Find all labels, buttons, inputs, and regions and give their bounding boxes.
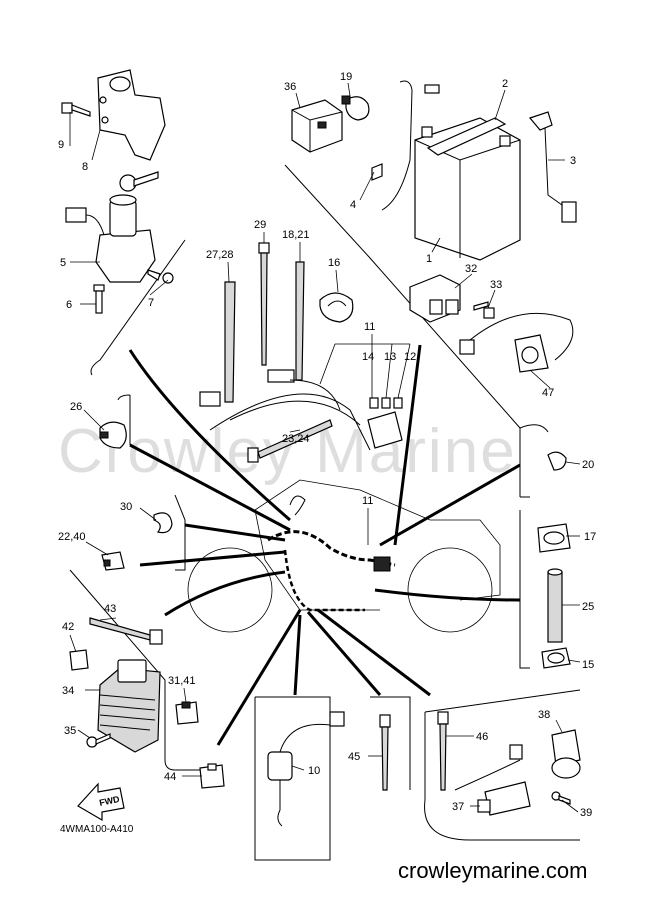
callout-34: 34 bbox=[62, 685, 74, 697]
cable-tie-part-29 bbox=[258, 242, 270, 366]
callout-6: 6 bbox=[66, 299, 72, 311]
callout-numbers: 9 8 5 6 7 36 19 2 3 4 1 32 33 47 27,28 2… bbox=[58, 71, 596, 819]
callout-1: 1 bbox=[426, 253, 432, 265]
callout-25: 25 bbox=[582, 601, 594, 613]
footer-url[interactable]: crowleymarine.com bbox=[398, 858, 588, 883]
screw-part-39 bbox=[551, 791, 571, 805]
screw-part-6 bbox=[93, 284, 105, 314]
callout-38: 38 bbox=[538, 709, 550, 721]
harness-part-11 bbox=[209, 379, 403, 451]
callout-10: 10 bbox=[308, 765, 320, 777]
callout-26: 26 bbox=[70, 401, 82, 413]
cable-tie-part-46 bbox=[437, 711, 449, 791]
clamp-part-16 bbox=[319, 292, 354, 323]
screw-part-7 bbox=[147, 269, 174, 284]
cable-tie-part-27-28 bbox=[199, 281, 236, 407]
callout-33: 33 bbox=[490, 279, 502, 291]
sensor-part-47 bbox=[459, 312, 574, 373]
callout-17: 17 bbox=[584, 531, 596, 543]
cable-tie-part-18-21 bbox=[267, 261, 305, 383]
bolt-part-9 bbox=[61, 102, 91, 117]
callout-19: 19 bbox=[340, 71, 352, 83]
callout-39: 39 bbox=[580, 807, 592, 819]
watermark: Crowley Marine bbox=[58, 417, 517, 486]
callout-27-28: 27,28 bbox=[206, 249, 234, 261]
fwd-arrow-icon: FWD bbox=[77, 782, 125, 822]
bolt-part-33 bbox=[473, 301, 495, 319]
relay-part-36 bbox=[291, 99, 343, 153]
callout-30: 30 bbox=[120, 501, 132, 513]
bolt-part-35 bbox=[86, 733, 111, 748]
callout-2: 2 bbox=[502, 78, 508, 90]
bracket-part-8 bbox=[97, 69, 166, 161]
callout-7: 7 bbox=[148, 297, 154, 309]
callout-12: 12 bbox=[404, 351, 416, 363]
callout-45: 45 bbox=[348, 751, 360, 763]
frame-ghost bbox=[187, 479, 501, 633]
cover-part-38 bbox=[551, 729, 581, 779]
callout-46: 46 bbox=[476, 731, 488, 743]
callout-23-24: 23,24 bbox=[282, 433, 310, 445]
lead-part-3 bbox=[528, 111, 577, 223]
cable-tie-part-43 bbox=[89, 617, 163, 645]
rectifier-part-34 bbox=[97, 659, 161, 753]
clamp-part-17 bbox=[537, 523, 571, 553]
callout-15: 15 bbox=[582, 659, 594, 671]
spacer-part-25 bbox=[547, 568, 563, 643]
clamp-part-30 bbox=[153, 512, 173, 534]
callout-35: 35 bbox=[64, 725, 76, 737]
clamp-part-22-40 bbox=[101, 551, 125, 571]
callout-11-mid: 11 bbox=[362, 495, 373, 507]
diagram-code: 4WMA100-A410 bbox=[60, 824, 134, 835]
sensor-part-37 bbox=[454, 744, 531, 816]
group-boundaries bbox=[69, 164, 581, 861]
callout-18-21: 18,21 bbox=[282, 229, 310, 241]
clamp-part-15 bbox=[541, 647, 571, 669]
clamp-part-20 bbox=[547, 451, 567, 471]
callout-3: 3 bbox=[570, 155, 576, 167]
callout-11-top: 11 bbox=[364, 321, 375, 333]
clamp-part-19 bbox=[341, 95, 370, 121]
group-harness-lines bbox=[128, 344, 521, 746]
callout-9: 9 bbox=[58, 139, 64, 151]
switch-part-10 bbox=[267, 711, 345, 827]
callout-44: 44 bbox=[164, 771, 176, 783]
clamp-part-26 bbox=[99, 421, 127, 449]
callout-22-40: 22,40 bbox=[58, 531, 86, 543]
callout-32: 32 bbox=[465, 263, 477, 275]
clip-part-44 bbox=[199, 763, 225, 789]
clip-part-42 bbox=[69, 649, 89, 671]
relay-part-32 bbox=[409, 274, 461, 323]
callout-4: 4 bbox=[350, 199, 356, 211]
lead-part-4 bbox=[371, 80, 440, 211]
battery-band-part-2 bbox=[426, 117, 507, 156]
callout-20: 20 bbox=[582, 459, 594, 471]
callout-47: 47 bbox=[542, 387, 554, 399]
callout-36: 36 bbox=[284, 81, 296, 93]
callout-42: 42 bbox=[62, 621, 74, 633]
callout-31-41: 31,41 bbox=[168, 675, 196, 687]
fwd-label: FWD bbox=[98, 794, 121, 808]
callout-5: 5 bbox=[60, 257, 66, 269]
callout-14: 14 bbox=[362, 351, 374, 363]
callout-8: 8 bbox=[82, 161, 88, 173]
clip-part-31-41 bbox=[175, 701, 199, 725]
main-switch-part-5 bbox=[65, 171, 159, 283]
callout-13: 13 bbox=[384, 351, 396, 363]
callout-29: 29 bbox=[254, 219, 266, 231]
callout-16: 16 bbox=[328, 257, 340, 269]
leader-lines bbox=[69, 82, 581, 813]
callout-43: 43 bbox=[104, 603, 116, 615]
cable-tie-part-23-24 bbox=[247, 419, 333, 463]
main-wire-harness bbox=[267, 495, 396, 612]
cable-tie-part-45 bbox=[379, 714, 391, 791]
callout-37: 37 bbox=[452, 801, 464, 813]
